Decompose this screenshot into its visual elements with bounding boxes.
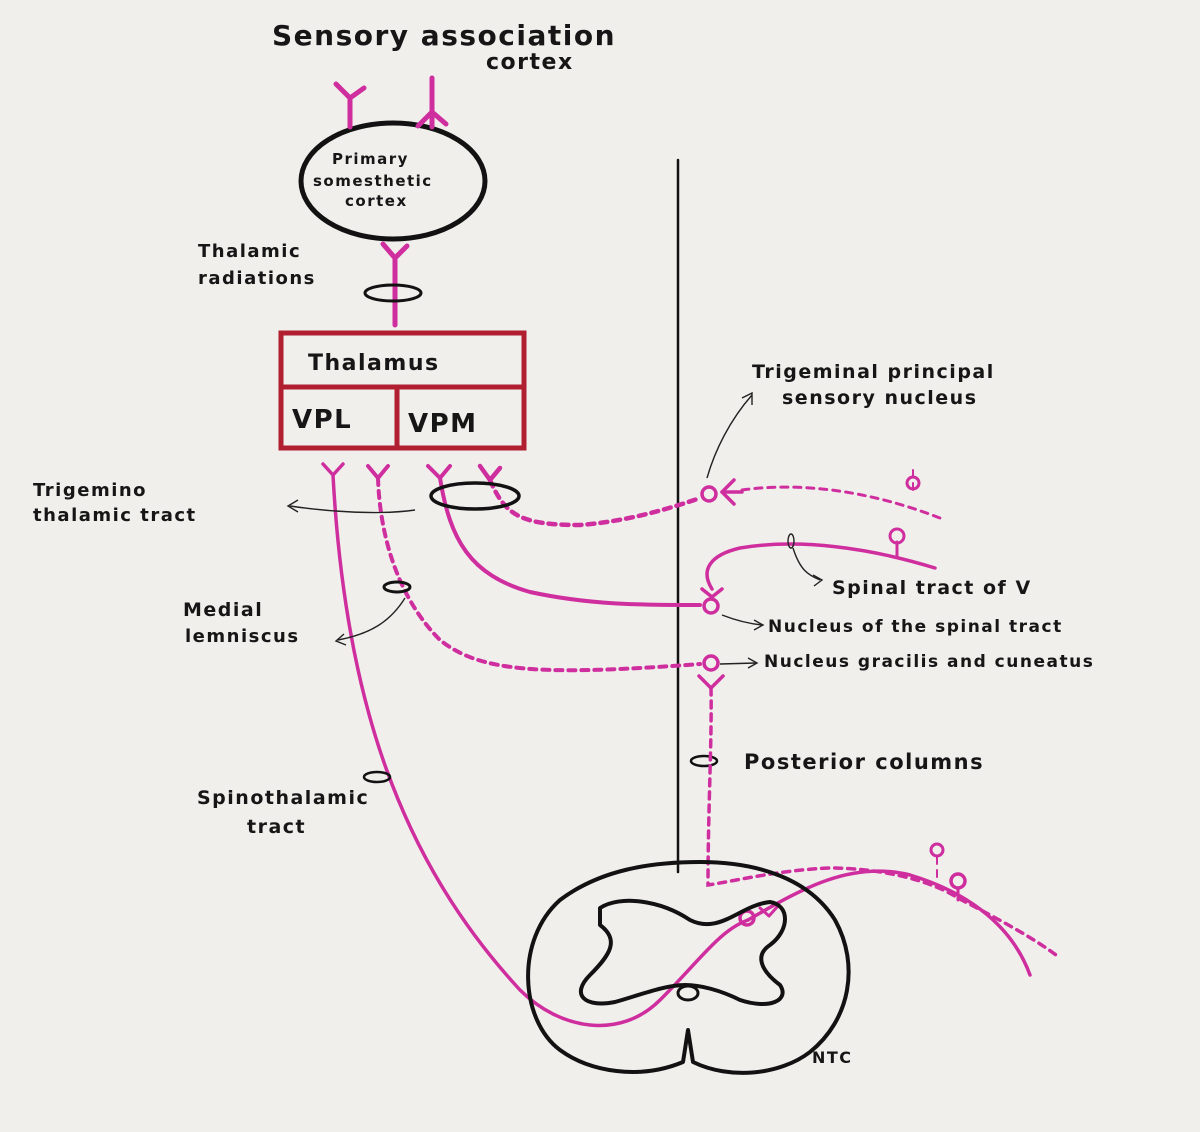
medial-lemniscus-label-1: Medial xyxy=(183,599,263,621)
spinothalamic-ring xyxy=(362,770,392,784)
spinal-cord-section xyxy=(526,860,851,1075)
trigeminal-principal-label-1: Trigeminal principal xyxy=(752,361,995,383)
medial-lemniscus-pathway xyxy=(366,464,702,673)
spinothalamic-label-1: Spinothalamic xyxy=(197,787,369,809)
annotation-arrows xyxy=(286,391,824,669)
thalamus-box xyxy=(278,330,527,451)
cortex-terminals xyxy=(333,75,449,130)
thalamus-label: Thalamus xyxy=(308,351,440,376)
principal-trigeminal-pathway xyxy=(477,463,703,528)
principal-sensory-neuron xyxy=(700,469,947,522)
posterior-columns-label: Posterior columns xyxy=(744,750,984,774)
nucleus-spinal-tract-label: Nucleus of the spinal tract xyxy=(768,617,1063,637)
thalamic-radiations-label-1: Thalamic xyxy=(198,241,301,262)
spinal-tract-v-label: Spinal tract of V xyxy=(832,577,1032,599)
thalamic-radiations-label-2: radiations xyxy=(198,268,316,289)
primary-cortex-outline xyxy=(298,120,488,242)
medial-lemniscus-ring xyxy=(382,580,412,594)
primary-cortex-label-2: somesthetic xyxy=(313,172,433,190)
trigemino-label-2: thalamic tract xyxy=(33,505,197,526)
spinal-trigeminal-pathway xyxy=(426,464,702,607)
posterior-columns-ring xyxy=(689,754,719,768)
primary-cortex-label-1: Primary xyxy=(332,150,409,168)
credit-label: NTC xyxy=(812,1048,853,1067)
vpl-label: VPL xyxy=(292,405,352,435)
trigemino-thalamic-ring xyxy=(429,481,521,511)
sensory-association-label-1: Sensory association xyxy=(272,19,616,52)
vpm-label: VPM xyxy=(408,409,478,439)
thalamic-radiation-fiber xyxy=(380,241,410,328)
nucleus-gracilis-label: Nucleus gracilis and cuneatus xyxy=(764,652,1094,672)
gracilis-neuron xyxy=(697,654,1062,960)
trigeminal-principal-label-2: sensory nucleus xyxy=(782,387,978,409)
primary-cortex-label-3: cortex xyxy=(345,192,408,210)
spinal-tract-neuron xyxy=(700,527,937,615)
medial-lemniscus-label-2: lemniscus xyxy=(185,626,300,647)
trigemino-label-1: Trigemino xyxy=(33,480,147,501)
sensory-association-label-2: cortex xyxy=(486,50,574,75)
spinothalamic-label-2: tract xyxy=(247,816,306,838)
thalamic-radiations-ring xyxy=(363,283,423,303)
